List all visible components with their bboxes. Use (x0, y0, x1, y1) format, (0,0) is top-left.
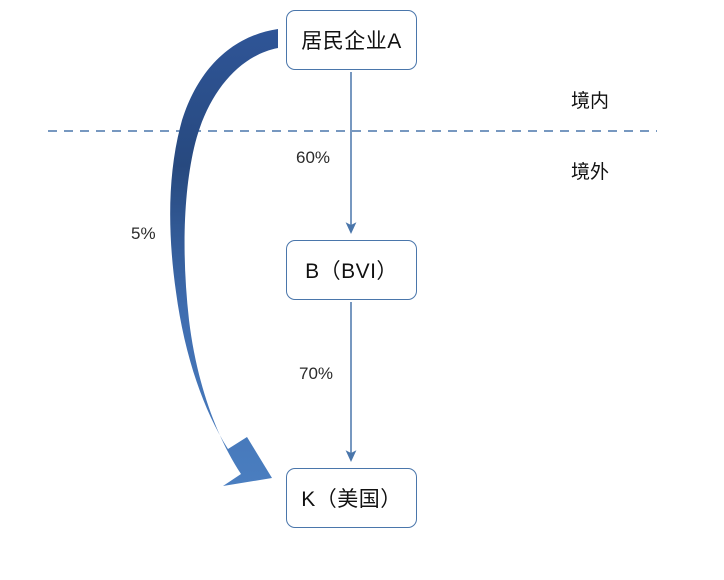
curved-block-arrow-a-to-k (170, 29, 278, 486)
node-label-b: B（BVI） (305, 260, 398, 283)
node-box-resident-enterprise-a[interactable]: 居民企业A (286, 10, 417, 70)
node-label-k: K（美国） (301, 488, 402, 511)
edge-label-b-to-k-percent: 70% (299, 364, 334, 383)
node-label-a: 居民企业A (301, 30, 402, 53)
edge-label-a-to-b-percent: 60% (296, 148, 331, 167)
region-label-domestic: 境内 (571, 91, 610, 112)
edge-label-a-to-k-percent: 5% (131, 224, 156, 243)
node-box-b-bvi[interactable]: B（BVI） (286, 240, 417, 300)
region-label-overseas: 境外 (571, 162, 610, 183)
node-box-k-usa[interactable]: K（美国） (286, 468, 417, 528)
